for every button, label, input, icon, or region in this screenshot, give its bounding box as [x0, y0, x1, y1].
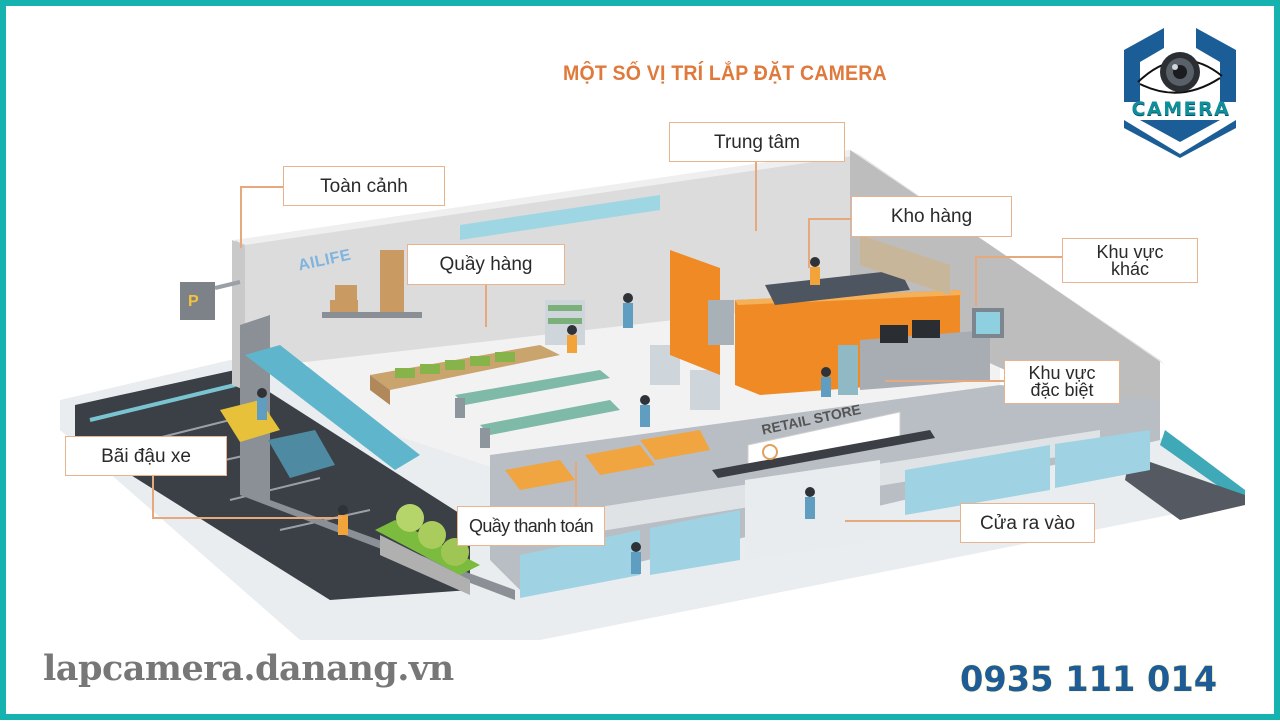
leader-line-toan-canh	[240, 186, 284, 188]
callout-label: Trung tâm	[714, 131, 800, 153]
callout-label-line2: đặc biệt	[1030, 380, 1094, 400]
parking-sign-icon: P	[188, 293, 199, 310]
callout-label: Bãi đậu xe	[101, 445, 191, 467]
callout-label-line1: Khu vực	[1096, 241, 1164, 262]
leader-line-bai-dau-xe-h	[152, 517, 342, 519]
callout-bai-dau-xe: Bãi đậu xe	[65, 436, 227, 476]
callout-khu-vuc-dac-biet: Khu vực đặc biệt	[1004, 360, 1120, 404]
leader-line-kho-hang	[808, 218, 852, 220]
callout-label: Cửa ra vào	[979, 512, 1076, 534]
leader-line-quay-hang	[485, 282, 487, 327]
callout-label: Quầy thanh toán	[468, 515, 594, 536]
callout-label: Toàn cảnh	[320, 175, 408, 197]
leader-line-toan-canh-v	[240, 186, 242, 248]
website-url: lapcamera.danang.vn	[43, 648, 454, 689]
callout-khu-vuc-khac: Khu vực khác	[1062, 238, 1198, 283]
leader-line-trung-tam	[755, 161, 757, 231]
callout-toan-canh: Toàn cảnh	[283, 166, 445, 206]
leader-line-khu-vuc-khac-v	[975, 256, 977, 306]
leader-line-khu-vuc-dac-biet	[885, 380, 1005, 382]
callout-quay-thanh-toan: Quầy thanh toán	[457, 506, 605, 546]
leader-line-khu-vuc-khac	[975, 256, 1063, 258]
leader-line-kho-hang-v	[808, 218, 810, 268]
callout-label-line1: Khu vực	[1028, 363, 1096, 383]
callout-label: Quầy hàng	[439, 254, 533, 275]
leader-line-bai-dau-xe	[152, 474, 154, 518]
leader-line-quay-thanh-toan	[575, 462, 577, 510]
camera-logo-icon	[1124, 28, 1236, 158]
callout-kho-hang: Kho hàng	[851, 196, 1012, 237]
diagram-title: MỘT SỐ VỊ TRÍ LẮP ĐẶT CAMERA	[563, 62, 887, 85]
callout-label: Kho hàng	[890, 206, 973, 227]
callout-quay-hang: Quầy hàng	[407, 244, 565, 285]
callout-trung-tam: Trung tâm	[669, 122, 845, 162]
callout-cua-ra-vao: Cửa ra vào	[960, 503, 1095, 543]
callout-label-line2: khác	[1110, 258, 1150, 279]
phone-number: 0935 111 014	[960, 660, 1218, 700]
logo-text: CAMERA	[1131, 98, 1231, 120]
leader-line-cua-ra-vao	[845, 520, 961, 522]
